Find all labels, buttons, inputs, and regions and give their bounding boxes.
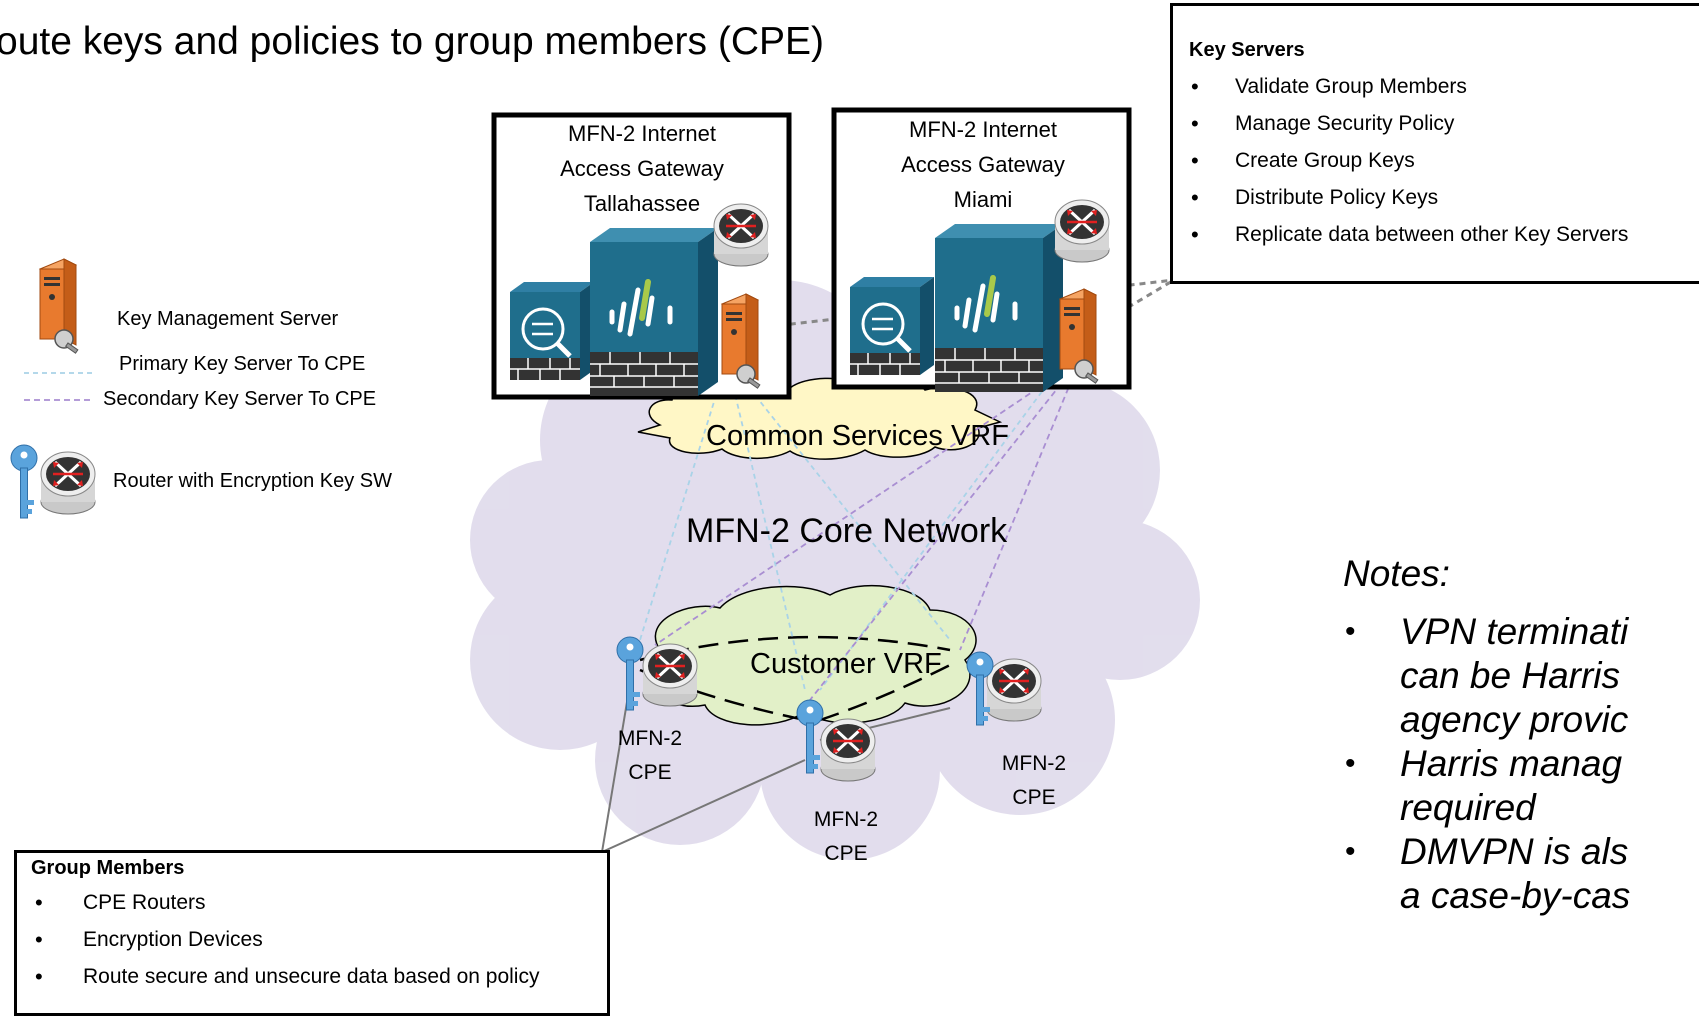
group-members-heading: Group Members xyxy=(31,857,185,879)
notes-title: Notes: xyxy=(1343,553,1450,594)
group-members-box: Group Members CPE Routers Encryption Dev… xyxy=(14,850,610,1016)
gateway-label-miami: MFN-2 Internet Access Gateway Miami xyxy=(853,112,1113,217)
note-item: DMVPN is als a case-by-cas xyxy=(1345,830,1630,918)
note-line: can be Harris xyxy=(1400,655,1621,696)
legend-key-server-label: Key Management Server xyxy=(117,308,339,330)
cpe-label: MFN-2 CPE xyxy=(801,803,891,871)
core-network-label: MFN-2 Core Network xyxy=(686,512,1008,550)
gateway-label-tallahassee: MFN-2 Internet Access Gateway Tallahasse… xyxy=(512,116,772,221)
list-item: Encryption Devices xyxy=(17,921,607,958)
router-icon xyxy=(985,657,1043,723)
legend-secondary-label: Secondary Key Server To CPE xyxy=(103,388,377,410)
server-icon xyxy=(39,258,79,354)
note-line: required xyxy=(1400,787,1536,828)
customer-vrf-cloud xyxy=(653,585,977,726)
legend-primary-label: Primary Key Server To CPE xyxy=(119,353,366,375)
key-icon xyxy=(10,444,38,519)
gateway-line: Tallahassee xyxy=(583,191,701,216)
cpe-line: CPE xyxy=(824,842,868,865)
note-line: agency provic xyxy=(1400,699,1629,740)
firewall-icon xyxy=(590,228,718,396)
cpe-line: CPE xyxy=(1012,786,1056,809)
cpe-line: MFN-2 xyxy=(813,808,879,831)
customer-vrf-label: Customer VRF xyxy=(750,648,942,680)
gateway-line: MFN-2 Internet xyxy=(568,121,716,146)
gateway-line: Access Gateway xyxy=(560,156,724,181)
note-item: Harris manag required xyxy=(1345,742,1630,830)
key-servers-heading: Key Servers xyxy=(1189,39,1305,61)
list-item: Manage Security Policy xyxy=(1173,105,1699,142)
gateway-line: Access Gateway xyxy=(901,152,1065,177)
cpe-line: MFN-2 xyxy=(617,727,683,750)
legend-router-label: Router with Encryption Key SW xyxy=(113,470,392,492)
list-item: Create Group Keys xyxy=(1173,142,1699,179)
cpe-label: MFN-2 CPE xyxy=(605,722,695,790)
notes-list: VPN terminati can be Harris agency provi… xyxy=(1345,610,1630,918)
page-title: oute keys and policies to group members … xyxy=(0,20,825,63)
list-item: Route secure and unsecure data based on … xyxy=(17,958,607,995)
note-line: DMVPN is als xyxy=(1400,831,1629,872)
list-item: Replicate data between other Key Servers xyxy=(1173,216,1699,253)
common-services-label: Common Services VRF xyxy=(706,420,1009,452)
gateway-line: MFN-2 Internet xyxy=(909,117,1057,142)
gateway-line: Miami xyxy=(953,187,1013,212)
primary-key-links xyxy=(24,359,1059,691)
ips-icon xyxy=(850,277,934,375)
key-servers-box: Key Servers Validate Group Members Manag… xyxy=(1170,3,1699,284)
list-item: Distribute Policy Keys xyxy=(1173,179,1699,216)
note-line: a case-by-cas xyxy=(1400,875,1631,916)
firewall-icon xyxy=(935,224,1063,392)
router-icon xyxy=(39,450,97,516)
cpe-line: CPE xyxy=(628,761,672,784)
router-icon xyxy=(641,642,699,708)
router-icon xyxy=(819,717,877,783)
secondary-key-links xyxy=(24,359,1081,701)
note-item: VPN terminati can be Harris agency provi… xyxy=(1345,610,1630,742)
note-line: VPN terminati xyxy=(1400,611,1629,652)
ips-icon xyxy=(510,282,594,380)
server-icon xyxy=(721,293,761,389)
list-item: Validate Group Members xyxy=(1173,68,1699,105)
note-line: Harris manag xyxy=(1400,743,1623,784)
cpe-line: MFN-2 xyxy=(1001,752,1067,775)
list-item: CPE Routers xyxy=(17,884,607,921)
server-icon xyxy=(1059,288,1099,384)
cpe-label: MFN-2 CPE xyxy=(989,747,1079,815)
